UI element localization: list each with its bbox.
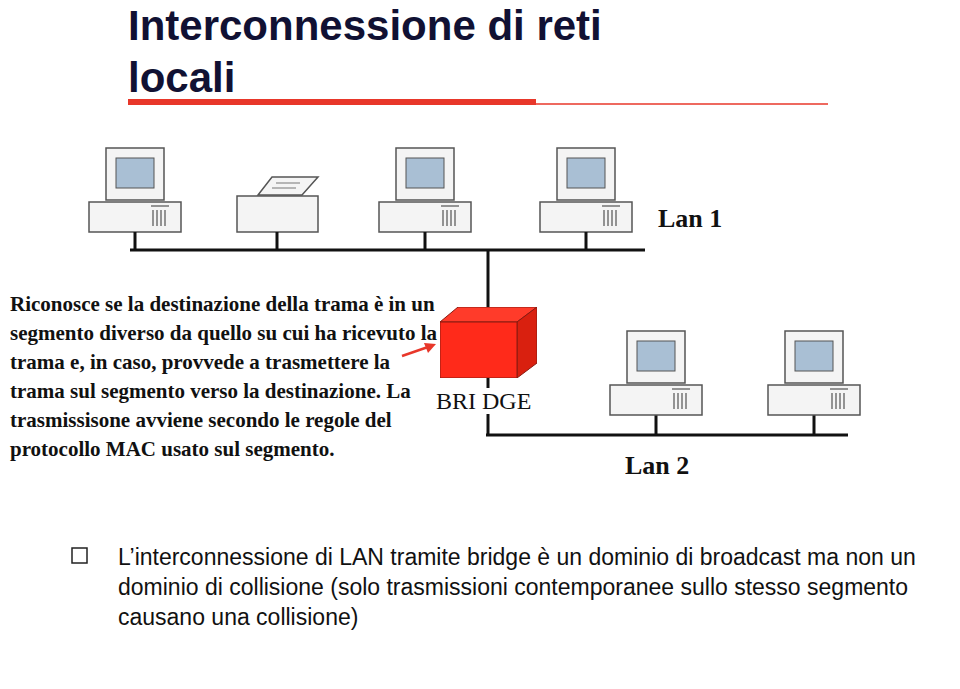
lan-name: Lan 1 [658,204,722,234]
callout-note: Riconosce se la destinazione della trama… [10,290,450,464]
lan-name: Lan 2 [625,451,689,481]
bullet-note: L’interconnessione di LAN tramite bridge… [118,542,918,632]
bridge-label: BRI DGE [434,388,533,414]
bridge-box: BRI DGE [440,307,537,378]
bridge-cube [440,307,537,378]
slide-title: Interconnessione di reti locali [128,0,668,104]
printer [237,177,318,232]
